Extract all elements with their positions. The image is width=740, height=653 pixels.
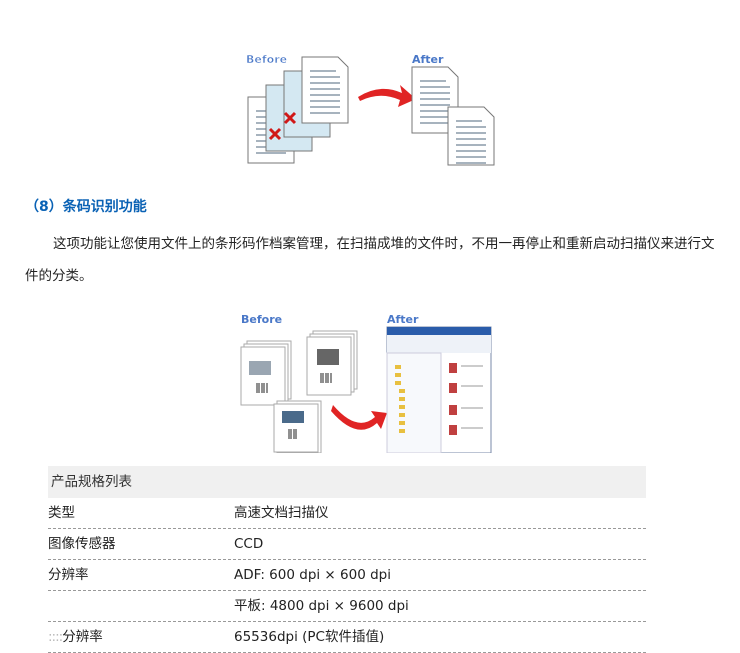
spec-key: 图像传感器 <box>48 536 116 552</box>
spec-table-header: 产品规格列表 <box>48 466 646 498</box>
spec-value: ADF: 600 dpi × 600 dpi <box>234 567 391 583</box>
before-label: Before <box>241 313 282 326</box>
spec-key: 类型 <box>48 505 75 521</box>
after-label: After <box>387 313 419 326</box>
spec-key: 分辨率 <box>48 567 89 583</box>
table-row: ::::分辨率 65536dpi (PC软件插值) <box>48 622 646 653</box>
section-title: （8）条码识别功能 <box>25 199 147 215</box>
cross-mark-icon <box>268 111 297 141</box>
spec-key-text: 分辨率 <box>62 629 103 645</box>
after-label: After <box>412 53 444 66</box>
feature-description: 这项功能让您使用文件上的条形码作档案管理，在扫描成堆的文件时，不用一再停止和重新… <box>25 236 715 284</box>
file-explorer-window <box>386 326 492 453</box>
photo-icon <box>282 411 304 423</box>
spec-value: 平板: 4800 dpi × 9600 dpi <box>234 598 409 614</box>
photo-icon <box>317 349 339 365</box>
photo-icon <box>249 361 271 375</box>
table-row: 平板: 4800 dpi × 9600 dpi <box>48 591 646 622</box>
spec-value: 高速文档扫描仪 <box>234 505 329 521</box>
before-label: Before <box>246 53 287 66</box>
table-row: 图像传感器 CCD <box>48 529 646 560</box>
spec-key-prefix: :::: <box>48 629 63 645</box>
spec-key: ::::分辨率 <box>48 622 103 652</box>
table-row: 分辨率 ADF: 600 dpi × 600 dpi <box>48 560 646 591</box>
table-row: 类型 高速文档扫描仪 <box>48 498 646 529</box>
arrow-icon <box>331 405 387 430</box>
barcode-icon <box>256 373 332 439</box>
before-after-figure-1: Before After <box>246 53 495 166</box>
spec-value: 65536dpi (PC软件插值) <box>234 629 385 645</box>
spec-value: CCD <box>234 536 264 552</box>
arrow-icon <box>358 85 416 107</box>
spec-table: 产品规格列表 类型 高速文档扫描仪 图像传感器 CCD 分辨率 ADF: 600… <box>48 466 646 653</box>
before-after-figure-2: Before After <box>240 313 492 453</box>
